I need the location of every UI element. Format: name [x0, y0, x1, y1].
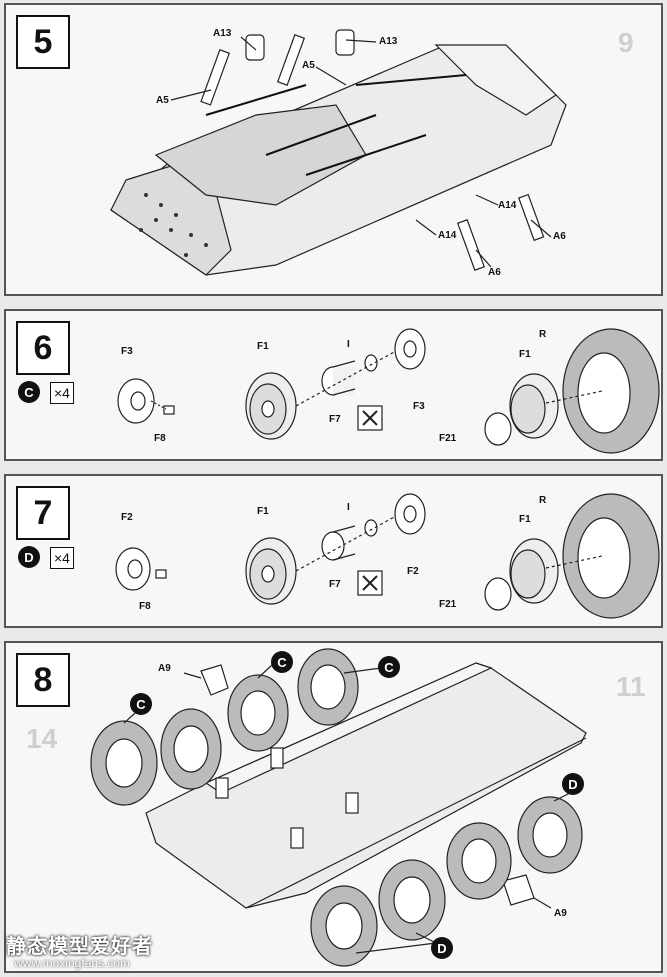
part-label-a6: A6	[553, 231, 566, 242]
step-number: 7	[16, 486, 70, 540]
part-label-a13: A13	[379, 36, 398, 47]
part-label-f21: F21	[439, 433, 457, 444]
part-label-a9: A9	[158, 663, 171, 674]
part-label-a5: A5	[156, 95, 169, 106]
part-label-f1: F1	[257, 506, 269, 517]
part-label-a14: A14	[498, 200, 517, 211]
step-number: 6	[16, 321, 70, 375]
chassis-wheel-drawing	[90, 648, 587, 967]
subassembly-mark-c: C	[130, 693, 152, 715]
part-label-f3: F3	[413, 401, 425, 412]
part-label-f1: F1	[257, 341, 269, 352]
hull-assembly-drawing	[110, 29, 567, 276]
step-number: 5	[16, 15, 70, 69]
quantity-badge: ×4	[50, 382, 74, 404]
step-7-panel: 7 D ×4 F2 F8 F1 I F7 F2 R F1 F21	[4, 474, 663, 628]
step-6-panel: 6 C ×4 10	[4, 309, 663, 461]
part-label-a5: A5	[302, 60, 315, 71]
step-number: 8	[16, 653, 70, 707]
part-label-f1: F1	[519, 514, 531, 525]
quantity-badge: ×4	[50, 547, 74, 569]
part-label-f7: F7	[329, 414, 341, 425]
subassembly-mark-c: C	[378, 656, 400, 678]
part-label-i: I	[347, 339, 350, 350]
wheel-assembly-drawing	[117, 328, 660, 454]
part-label-a14: A14	[438, 230, 457, 241]
ghost-page-number: 9	[618, 27, 634, 58]
part-label-r: R	[539, 495, 547, 506]
subassembly-mark-c: C	[271, 651, 293, 673]
part-label-f2: F2	[121, 512, 133, 523]
part-label-f3: F3	[121, 346, 133, 357]
part-label-a13: A13	[213, 28, 232, 39]
part-label-i: I	[347, 502, 350, 513]
watermark-url: www.moxingfans.com	[14, 956, 131, 970]
part-label-a9: A9	[554, 908, 567, 919]
part-label-f8: F8	[139, 601, 151, 612]
part-label-f7: F7	[329, 579, 341, 590]
part-label-f1: F1	[519, 349, 531, 360]
ghost-page-number: 14	[26, 723, 58, 754]
part-label-f21: F21	[439, 599, 457, 610]
step-5-panel: 5 9	[4, 3, 663, 296]
part-label-a6: A6	[488, 267, 501, 278]
part-label-f8: F8	[154, 433, 166, 444]
subassembly-mark: D	[18, 546, 40, 568]
subassembly-mark-d: D	[431, 937, 453, 959]
part-label-r: R	[539, 329, 547, 340]
wheel-assembly-drawing	[115, 493, 660, 619]
subassembly-mark-d: D	[562, 773, 584, 795]
ghost-page-number: 11	[616, 671, 646, 702]
part-label-f2: F2	[407, 566, 419, 577]
watermark-name: 静态模型爱好者	[6, 936, 153, 958]
step-8-panel: 8 11 14	[4, 641, 663, 973]
subassembly-mark: C	[18, 381, 40, 403]
